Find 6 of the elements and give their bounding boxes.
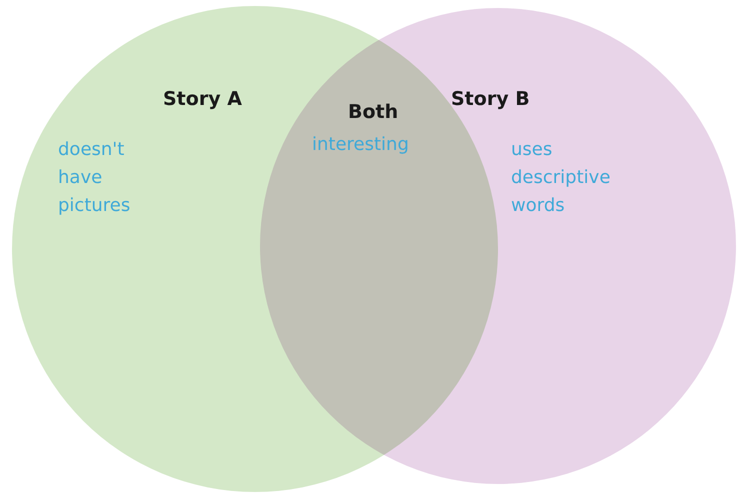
set-heading: Story B (451, 88, 530, 111)
set-items: doesn't have pictures (58, 138, 132, 218)
overlap-item: interesting (312, 133, 409, 157)
set-heading: Story A (163, 88, 242, 111)
set-items: uses descriptive words (511, 138, 612, 218)
overlap-heading: Both (348, 101, 398, 124)
